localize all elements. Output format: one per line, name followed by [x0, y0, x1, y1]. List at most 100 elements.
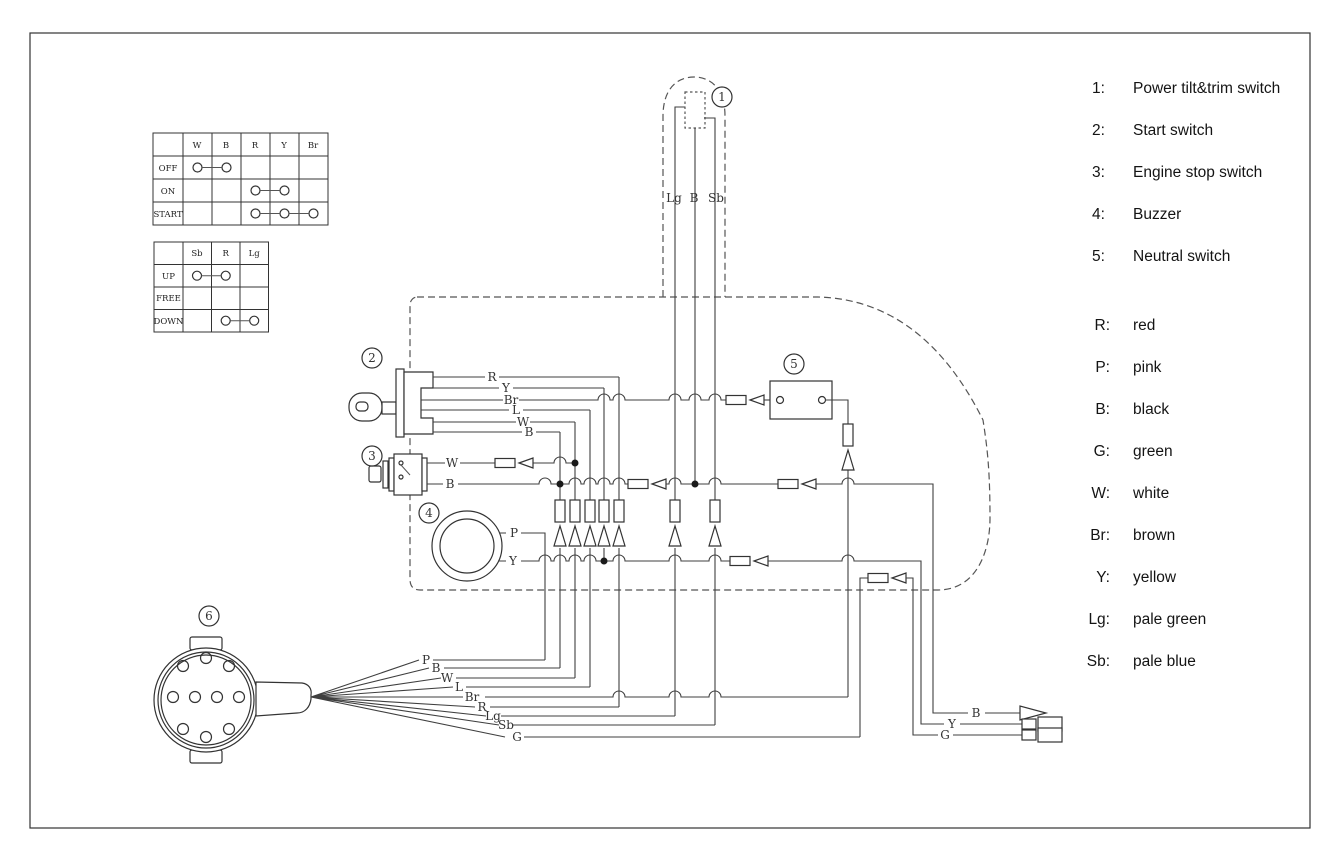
wire-label-b: B: [690, 191, 699, 205]
junction-dot: [556, 480, 564, 488]
wire-label-y: Y: [501, 381, 511, 395]
bullet-connector: [867, 572, 889, 584]
legend-num: 2:: [1092, 122, 1105, 139]
col-header: W: [193, 141, 202, 151]
color-abbr: R:: [1095, 317, 1111, 334]
pin: [199, 730, 213, 744]
wire-label-lg: Lg: [666, 191, 682, 205]
neutral-switch-body: [769, 380, 833, 420]
bullet-connector: [613, 499, 625, 523]
ptt-switch: Lg B Sb: [662, 76, 726, 500]
col-header: Y: [280, 141, 287, 151]
wire-label-b: B: [446, 477, 455, 491]
callout-1: 1: [718, 90, 726, 104]
buzzer: P Y: [431, 510, 604, 660]
key-shaft: [381, 401, 397, 415]
color-name: yellow: [1133, 569, 1177, 586]
callout-5: 5: [790, 357, 798, 371]
bullet-connector: [650, 478, 667, 490]
bullet-connector: [584, 499, 596, 523]
wire-label-b: B: [432, 661, 441, 675]
color-name: pale blue: [1133, 653, 1196, 670]
callout-circle-3: [361, 445, 383, 467]
green-line: [859, 572, 1022, 737]
terminal: [1021, 718, 1037, 730]
color-abbr: B:: [1095, 401, 1110, 418]
col-header: Br: [308, 141, 319, 151]
pin: [222, 659, 236, 673]
legend-label: Power tilt&trim switch: [1133, 80, 1280, 97]
pin: [166, 690, 180, 704]
main-connector: P B W L Br R Lg Sb G: [153, 636, 860, 764]
contact-marks: [192, 162, 319, 219]
bullet-connector: [842, 423, 854, 447]
wire-label-g: G: [512, 730, 522, 744]
pin: [232, 690, 246, 704]
color-name: black: [1133, 401, 1169, 418]
table-ptt-switch: Sb R Lg UP FREE DOWN: [153, 241, 269, 333]
row-header: FREE: [156, 294, 181, 304]
inline-bullet-connectors: [553, 423, 855, 547]
wire-label-sb: Sb: [708, 191, 724, 205]
color-abbr: P:: [1095, 359, 1110, 376]
wire-label-r: R: [477, 700, 487, 714]
wire-label-r: R: [487, 370, 497, 384]
col-header: Sb: [191, 249, 203, 259]
legend-components: 1: Power tilt&trim switch 2: Start switc…: [1092, 80, 1280, 265]
pin: [222, 722, 236, 736]
wire-label-br: Br: [504, 393, 519, 407]
row-header: ON: [161, 187, 176, 197]
bullet-connector: [569, 499, 581, 523]
wire-label-p: P: [422, 653, 430, 667]
bullet-connector: [752, 555, 769, 567]
male-bullet-terminal: [1019, 705, 1049, 721]
buzzer-outer-ring: [431, 510, 503, 582]
switch-plate: [395, 368, 405, 438]
output-terminals: B Y G: [940, 705, 1063, 743]
wire-label-g: G: [940, 728, 950, 742]
switch-body: [403, 371, 434, 435]
black-bus-line: [560, 477, 1020, 714]
junction-dot: [691, 480, 699, 488]
row-header: DOWN: [154, 317, 185, 327]
bullet-connector: [554, 499, 566, 523]
wire-label-l: L: [512, 403, 520, 417]
callout-circle-6: [198, 605, 220, 627]
bullet-connector: [777, 478, 799, 490]
junction-dot: [600, 557, 608, 565]
color-name: green: [1133, 443, 1173, 460]
table-start-switch: W B R Y Br OFF ON START: [152, 132, 329, 226]
col-header: R: [222, 249, 229, 259]
buzzer-inner-ring: [439, 518, 495, 574]
wire-label-p: P: [510, 526, 518, 540]
color-abbr: Br:: [1090, 527, 1110, 544]
terminal: [1037, 727, 1063, 743]
color-name: red: [1133, 317, 1155, 334]
bullet-connector: [598, 499, 610, 523]
wire-label-l: L: [455, 680, 463, 694]
legend-num: 4:: [1092, 206, 1105, 223]
callout-2: 2: [368, 351, 376, 365]
row-header: START: [153, 210, 182, 220]
pin: [199, 651, 213, 665]
pin: [176, 722, 190, 736]
wire-label-w: W: [446, 456, 459, 470]
legend-colors: R: red P: pink B: black G: green W: whit…: [1087, 317, 1207, 670]
callout-3: 3: [368, 449, 376, 463]
color-abbr: Sb:: [1087, 653, 1110, 670]
col-header: Lg: [249, 249, 261, 259]
legend-num: 1:: [1092, 80, 1105, 97]
connector-pins: [166, 651, 246, 744]
wire-label-lg: Lg: [485, 709, 501, 723]
callout-6: 6: [205, 609, 213, 623]
callout-circle-5: [783, 353, 805, 375]
stop-switch: W B: [368, 453, 575, 496]
callout-circle-1: [711, 86, 733, 108]
bullet-connector: [729, 555, 751, 567]
bullet-connector: [800, 478, 817, 490]
bullet-connector: [725, 394, 747, 406]
wire-label-sb: Sb: [498, 718, 514, 732]
bullet-connector: [890, 572, 907, 584]
